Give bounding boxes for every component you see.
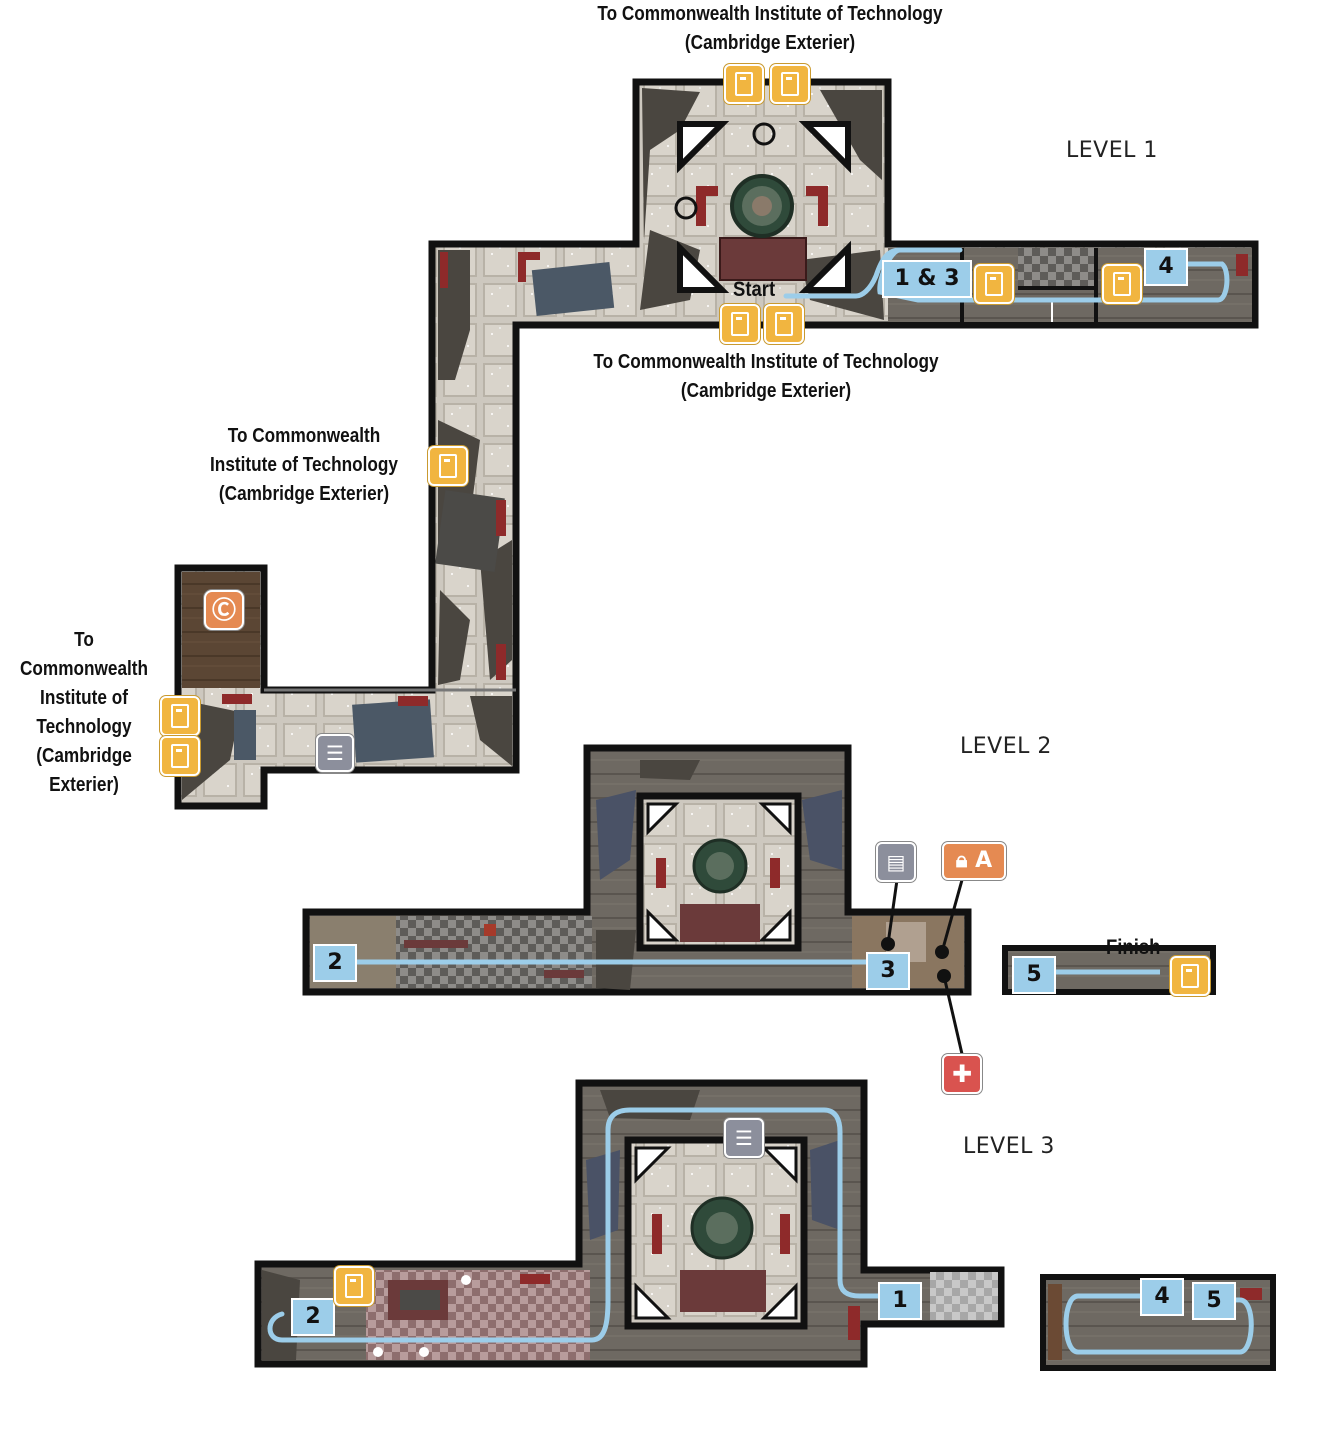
exit-label-left-line3: Institute of [40,687,128,709]
workbench-icon[interactable]: ☰ [316,734,354,772]
exit-label-middle-line3: (Cambridge Exterier) [218,483,390,505]
medkit-icon[interactable]: ✚ [942,1054,982,1094]
workbench-icon[interactable]: ☰ [724,1118,764,1158]
exit-label-middle: To Commonwealth Institute of Technology … [201,422,407,509]
exit-label-top-line2: (Cambridge Exterier) [684,32,856,54]
door-icon[interactable] [764,304,804,344]
level-3-route [267,1107,883,1343]
level-1-title: LEVEL 1 [1066,138,1158,163]
door-icon[interactable] [724,64,764,104]
level-1-route [783,247,1230,303]
route-node-2: 2 [313,944,357,982]
finish-label: Finish [1106,936,1161,959]
door-icon[interactable] [160,696,200,736]
route-node-1-level3: 1 [878,1282,922,1320]
route-node-4-level3: 4 [1140,1278,1184,1316]
exit-label-left-line2: Commonwealth [19,658,149,680]
exit-label-middle-line2: Institute of Technology [210,454,398,476]
level-2-map [302,744,1216,996]
terminal-icon[interactable]: ▤ [876,842,916,882]
exit-label-bottom: To Commonwealth Institute of Technology … [551,348,981,406]
exit-label-left-line5: (Cambridge [36,745,132,767]
exit-label-top: To Commonwealth Institute of Technology … [555,0,985,58]
exit-label-left-line6: Exterier) [49,774,119,796]
door-icon[interactable] [1170,956,1210,996]
exit-label-top-line1: To Commonwealth Institute of Technology [597,3,943,25]
door-icon[interactable] [334,1266,374,1306]
route-node-1-and-3: 1 & 3 [882,260,972,298]
exit-label-bottom-line2: (Cambridge Exterier) [680,380,852,402]
route-node-5: 5 [1012,956,1056,994]
padlock-glyph-icon: 🔒︎ [955,848,968,873]
level-3-map [254,1079,1276,1371]
lock-icon[interactable]: 🔒︎ A [942,842,1006,880]
exit-label-middle-line1: To Commonwealth [227,425,381,447]
door-icon[interactable] [160,736,200,776]
level-3-side-route [1063,1293,1254,1355]
start-label: Start [733,278,776,301]
route-node-4: 4 [1144,248,1188,286]
route-node-5-level3: 5 [1192,1282,1236,1320]
door-icon[interactable] [974,264,1014,304]
door-icon[interactable] [428,446,468,486]
route-node-3: 3 [866,952,910,990]
level-2-connectors [881,879,964,1055]
lock-level: A [975,848,993,873]
magazine-icon[interactable]: Ⓒ [204,590,244,630]
door-icon[interactable] [1102,264,1142,304]
door-icon[interactable] [770,64,810,104]
exit-label-bottom-line1: To Commonwealth Institute of Technology [593,351,939,373]
level-3-title: LEVEL 3 [963,1134,1055,1159]
exit-label-left-line4: Technology [36,716,132,738]
exit-label-left: To Commonwealth Institute of Technology … [15,626,153,800]
route-node-2-level3: 2 [291,1298,335,1336]
door-icon[interactable] [720,304,760,344]
level-1-map [174,78,1259,810]
exit-label-left-line1: To [74,629,94,651]
level-2-title: LEVEL 2 [960,734,1052,759]
